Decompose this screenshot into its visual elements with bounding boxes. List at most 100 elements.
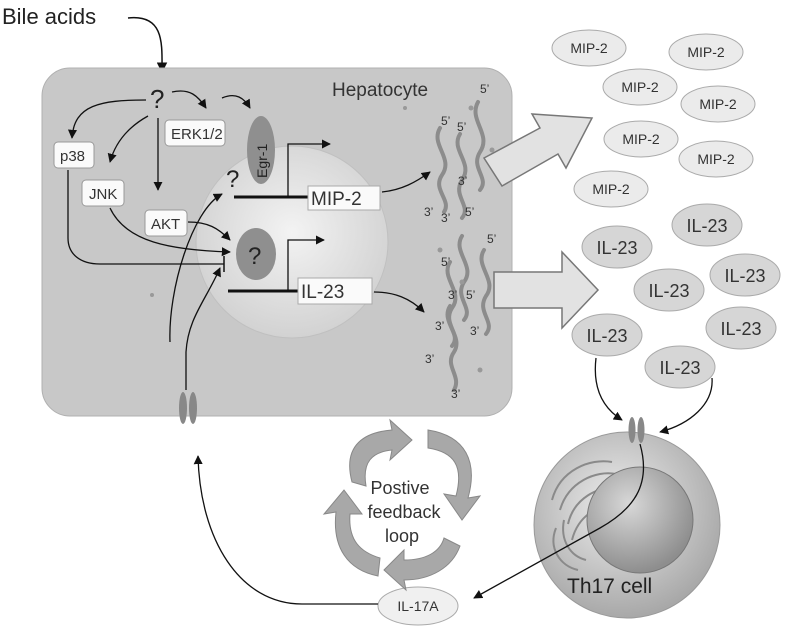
prime-label: 3’ (441, 211, 450, 225)
il17a-label: IL-17A (397, 598, 439, 614)
il23-bubble-label: IL-23 (596, 238, 637, 258)
il23-bubble (644, 345, 716, 389)
feedback-label-1: Postive (370, 478, 429, 498)
mip2-bubble (603, 120, 679, 158)
il23-bubble-label: IL-23 (586, 326, 627, 346)
arrow-receptor-to-mip2-factor (169, 193, 223, 343)
mip2-bubble (602, 68, 678, 106)
prime-label: 3’ (425, 352, 434, 366)
prime-label: 3’ (470, 324, 479, 338)
mip2-bubble (668, 33, 744, 71)
mip2-bubble (680, 85, 756, 123)
prime-label: 5’ (480, 82, 489, 96)
arrow-erk-to-egr1 (221, 94, 251, 109)
il23-tss-arrow (287, 235, 325, 291)
arrow-to-p38 (67, 99, 147, 139)
arrow-jnk-to-factor (109, 207, 231, 257)
prime-label: 3’ (451, 387, 460, 401)
il23-bubble (671, 203, 743, 247)
arrow-il23-to-th17-left (594, 357, 623, 421)
secretion-arrow-mip2 (482, 113, 594, 188)
il23-bubble-label: IL-23 (724, 266, 765, 286)
il23-bubble-label: IL-23 (659, 358, 700, 378)
mip2-bubble-label: MIP-2 (699, 96, 737, 112)
il23-gene-box (297, 277, 373, 305)
prime-label: 5’ (457, 120, 466, 134)
mip2-bubble-label: MIP-2 (592, 181, 630, 197)
hepatocyte-receptor-right (189, 392, 197, 424)
arrow-il23-mrna (373, 291, 425, 313)
th17-receptor-right (637, 417, 645, 443)
prime-label: 3’ (448, 288, 457, 302)
il23-bubble-label: IL-23 (686, 216, 727, 236)
prime-label: 5’ (441, 114, 450, 128)
jnk-box (81, 179, 125, 207)
mip2-bubble-label: MIP-2 (570, 40, 608, 56)
prime-label: 5’ (487, 232, 496, 246)
arrow-to-erk (171, 90, 207, 109)
inhibit-p38 (67, 170, 224, 265)
il23-bubble (709, 253, 781, 297)
arrow-mip2-mrna (381, 171, 431, 193)
arrow-akt-to-factor (187, 221, 231, 241)
arrow-to-jnk (107, 115, 149, 163)
il23-bubble (633, 268, 705, 312)
mip2-bubble-label: MIP-2 (687, 44, 725, 60)
arrow-il23-to-th17-right (659, 377, 713, 435)
prime-label: 3’ (435, 319, 444, 333)
il23-bubble (581, 225, 653, 269)
p38-label: p38 (60, 148, 85, 165)
feedback-label-2: feedback (367, 502, 441, 522)
jnk-label: JNK (89, 186, 117, 203)
mip2-gene-label: MIP-2 (311, 189, 362, 210)
prime-label: 5’ (441, 255, 450, 269)
mip2-gene-box (307, 185, 381, 211)
erk-box (164, 119, 226, 147)
hepatocyte-label: Hepatocyte (332, 80, 428, 101)
il23-bubble (571, 313, 643, 357)
feedback-label-3: loop (385, 526, 419, 546)
mip2-bubble (678, 140, 754, 178)
prime-label: 5’ (465, 205, 474, 219)
mip2-bubbles: MIP-2 MIP-2 MIP-2 MIP-2 MIP-2 MIP-2 MIP-… (551, 29, 756, 208)
il23-bubble-label: IL-23 (648, 281, 689, 301)
prime-label: 3’ (424, 205, 433, 219)
il23-bubble (705, 306, 777, 350)
mip2-bubble-label: MIP-2 (697, 151, 735, 167)
il23-promoter-question: ? (248, 243, 261, 270)
p38-box (53, 141, 95, 169)
th17-nucleus (586, 466, 694, 574)
th17-label: Th17 cell (567, 575, 652, 598)
prime-label: 3’ (458, 174, 467, 188)
arrow-receptor-to-il23-factor (185, 267, 221, 390)
mrna-end-labels: 5’ 5’ 5’ 3’ 3’ 3’ 5’ 5’ 5’ 3’ 5’ 3’ 3’ 3… (424, 82, 496, 401)
mip2-bubble (551, 29, 627, 67)
secretion-arrow-il23 (493, 250, 600, 330)
il23-bubbles: IL-23 IL-23 IL-23 IL-23 IL-23 IL-23 IL-2… (571, 203, 781, 389)
egr1-label: Egr-1 (254, 144, 270, 178)
arrow-il17a-to-hepatocyte (193, 455, 378, 605)
il23-gene-label: IL-23 (301, 282, 344, 303)
prime-label: 5’ (466, 288, 475, 302)
il23-promoter-factor (236, 228, 276, 280)
erk-label: ERK1/2 (171, 126, 223, 143)
mip2-promoter-question: ? (226, 166, 239, 193)
feedback-loop-arrows (322, 418, 482, 592)
egr1-factor (247, 116, 275, 184)
arrow-th17-to-il17a (473, 443, 645, 599)
mip2-tss-arrow (287, 139, 331, 197)
il23-bubble-label: IL-23 (720, 319, 761, 339)
akt-label: AKT (151, 216, 180, 233)
bile-acids-arrow (127, 17, 168, 74)
mrna-dots (150, 105, 495, 373)
mip2-bubble-label: MIP-2 (621, 79, 659, 95)
unknown-receptor-question: ? (150, 84, 164, 114)
hepatocyte-receptor-left (179, 392, 187, 424)
il17a-bubble (377, 586, 459, 626)
nucleus (195, 145, 389, 339)
th17-receptor-left (628, 417, 636, 443)
mip2-bubble-label: MIP-2 (622, 131, 660, 147)
mip2-bubble (573, 170, 649, 208)
